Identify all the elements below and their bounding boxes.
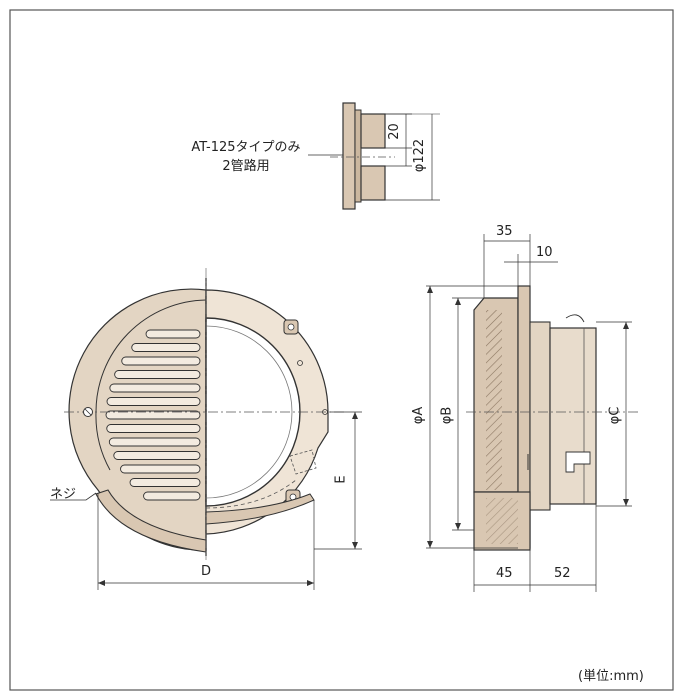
adapter-lower-pipe [360, 165, 386, 201]
louvers [105, 329, 201, 501]
side-base-plate [529, 321, 551, 511]
phi-a-label: φA [411, 406, 427, 425]
louver-slat [108, 437, 201, 447]
louver-slat [105, 410, 201, 420]
adapter-note-line1: AT-125タイプのみ [191, 140, 301, 155]
drawing-border [9, 9, 674, 691]
louver-slat [145, 329, 201, 339]
neji-leader-line [50, 492, 97, 501]
phi-c-label: φC [607, 406, 623, 425]
side-louver-hatch [486, 310, 502, 490]
louver-slat [114, 370, 201, 379]
adapter-note-line2: 2管路用 [222, 159, 270, 174]
louver-slat [106, 397, 201, 406]
two-pipe-adapter-view [308, 102, 440, 210]
unit-label: (単位:mm) [578, 669, 644, 684]
louver-slat [106, 424, 201, 433]
adapter-upper-pipe [360, 113, 386, 149]
adapter-note: AT-125タイプのみ 2管路用 [176, 136, 316, 174]
duct-inner-edge [205, 325, 293, 499]
hood-left-half [68, 288, 207, 551]
louver-slat [109, 383, 201, 393]
dim-phi122-label: φ122 [412, 138, 428, 173]
phi-b-label: φB [439, 406, 455, 425]
dim-52-label: 52 [554, 566, 571, 581]
louver-slat [113, 451, 201, 460]
adapter-rim [354, 109, 362, 203]
adapter-flange [342, 102, 356, 210]
dim-20-label: 20 [386, 123, 402, 140]
louver-slat [121, 356, 201, 366]
louver-slat [143, 491, 201, 501]
hidden-tab [289, 449, 317, 475]
hood-inner-rim [95, 299, 207, 471]
dim-35-label: 35 [496, 224, 513, 239]
neji-label: ネジ [50, 487, 77, 502]
dim-45-label: 45 [496, 566, 513, 581]
dim-d-label: D [201, 564, 212, 579]
side-duct-pipe [549, 327, 597, 505]
dim-10-label: 10 [536, 245, 553, 260]
side-view [426, 234, 640, 592]
louver-slat [120, 464, 201, 474]
front-view [50, 268, 362, 590]
dim-e-label: E [333, 475, 349, 484]
side-latch-tab [565, 451, 591, 473]
louver-slat [129, 478, 201, 487]
louver-slat [131, 343, 201, 352]
